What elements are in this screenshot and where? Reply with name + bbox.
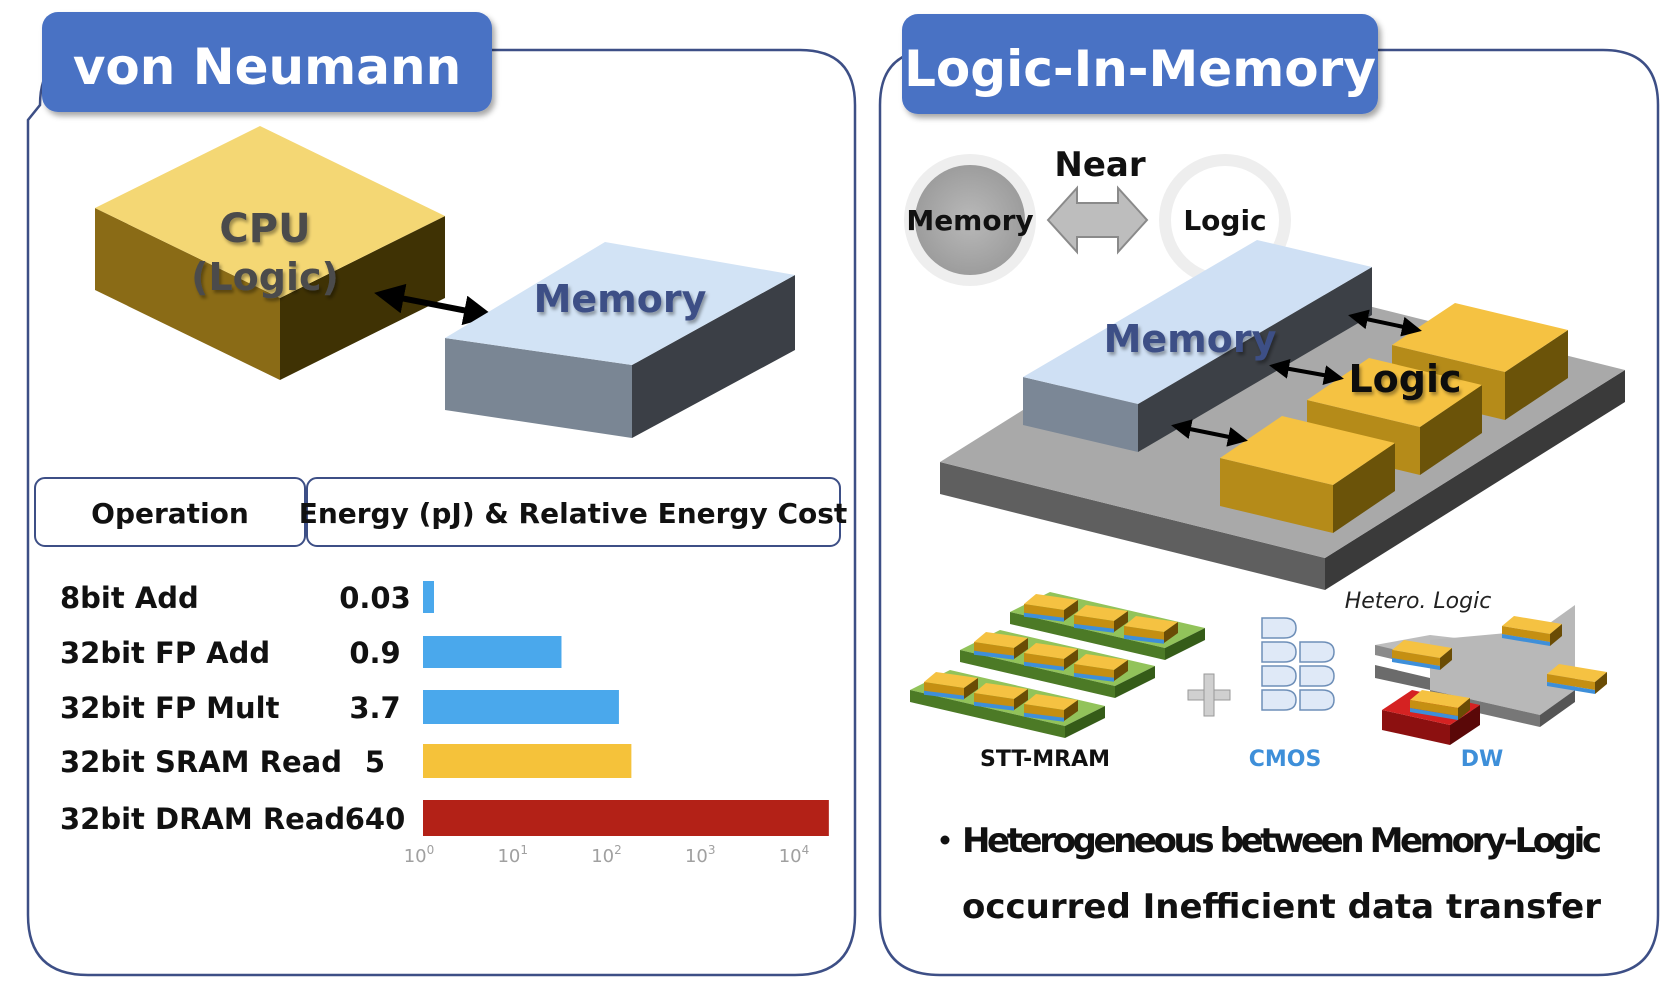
bullet-dot — [940, 835, 950, 845]
platform-front — [940, 462, 1325, 590]
cpu-memory-arrow — [374, 283, 494, 326]
cpu-block-right — [280, 216, 445, 380]
near-double-arrow — [1046, 185, 1149, 255]
operation-header-box — [34, 477, 306, 547]
x-tick-label: 103 — [685, 843, 716, 867]
energy-header-box — [306, 477, 841, 547]
dw-pad — [1547, 664, 1607, 694]
hetero-logic-label: Hetero. Logic — [1345, 589, 1492, 614]
mtj-pad — [974, 632, 1028, 660]
energy-bar — [423, 636, 562, 668]
stt-mram-array — [910, 592, 1205, 738]
x-tick-label: 102 — [591, 843, 622, 867]
lim-memory-label: Memory — [1104, 317, 1277, 361]
cpu-block-top — [95, 126, 445, 298]
mtj-pad — [924, 672, 978, 700]
cmos-cell — [1261, 617, 1297, 639]
memory-circle — [915, 165, 1025, 275]
energy-value-label: 0.03 — [339, 581, 411, 615]
logic-in-memory-header — [902, 14, 1378, 114]
cpu-label-line1: CPU — [219, 206, 310, 252]
lim-logic-block-front — [1220, 416, 1395, 533]
von-neumann-header — [42, 12, 492, 112]
energy-bar — [423, 581, 434, 613]
von-neumann-title: von Neumann — [73, 38, 461, 96]
mtj-pad — [974, 683, 1028, 711]
cmos-cell — [1299, 665, 1335, 687]
memory-block: Memory — [445, 242, 795, 438]
stt-mram-label: STT-MRAM — [980, 747, 1110, 772]
energy-value-label: 0.9 — [349, 636, 400, 670]
energy-bar — [423, 690, 619, 724]
cmos-cell — [1299, 689, 1335, 711]
x-tick-label: 100 — [404, 843, 435, 867]
operation-label: 32bit FP Add — [60, 636, 270, 670]
von-neumann-panel: von Neumann CPU (Logic) Memory Operation… — [26, 12, 857, 977]
logic-circle-label: Logic — [1183, 204, 1266, 237]
logic-in-memory-panel: Logic-In-Memory Memory Logic Near Memory — [878, 14, 1660, 977]
operation-label: 32bit SRAM Read — [60, 745, 342, 779]
lim-memory-block: Memory — [1023, 240, 1372, 452]
mtj-pad — [1024, 643, 1078, 671]
cmos-cell — [1299, 641, 1335, 663]
mtj-pad — [1124, 616, 1178, 644]
dw-pad — [1410, 690, 1470, 720]
lim-memory-side — [1138, 267, 1372, 452]
operation-header-text: Operation — [91, 497, 249, 530]
lim-memory-top — [1023, 240, 1372, 404]
energy-value-label: 640 — [345, 802, 406, 836]
dw-label: DW — [1461, 747, 1504, 772]
mem-logic-arrow-3 — [1171, 419, 1248, 447]
bullet-line-1: Heterogeneous between Memory-Logic — [962, 821, 1602, 861]
energy-value-label: 5 — [365, 745, 385, 779]
dw-pad — [1502, 616, 1562, 646]
energy-bar — [423, 800, 829, 836]
cmos-icon — [1261, 617, 1335, 711]
memory-block-label: Memory — [534, 277, 707, 321]
energy-bar — [423, 744, 632, 778]
operation-label: 32bit DRAM Read — [60, 802, 345, 836]
x-tick-label: 104 — [779, 843, 810, 867]
lim-memory-front — [1023, 377, 1138, 452]
operation-label: 32bit FP Mult — [60, 691, 280, 725]
memory-block-left — [445, 338, 632, 438]
mtj-pad — [1074, 654, 1128, 682]
plus-icon — [1187, 673, 1231, 717]
mem-logic-arrow-2 — [1269, 358, 1344, 386]
bullet-line-2: occurred Inefficient data transfer — [962, 887, 1601, 927]
dw-pads — [1392, 616, 1607, 720]
logic-in-memory-title: Logic-In-Memory — [904, 40, 1376, 98]
energy-value-label: 3.7 — [349, 691, 400, 725]
cmos-cell — [1261, 665, 1297, 687]
mtj-pad — [1024, 694, 1078, 722]
lim-logic-label: Logic — [1348, 357, 1461, 401]
mem-logic-arrow-1 — [1348, 309, 1422, 337]
cpu-block: CPU (Logic) — [95, 126, 445, 380]
mtj-pad — [1024, 594, 1078, 622]
operation-label: 8bit Add — [60, 581, 199, 615]
platform-side — [1325, 370, 1625, 590]
cmos-label: CMOS — [1249, 747, 1322, 772]
mtj-pad — [1074, 605, 1128, 633]
memory-circle-label: Memory — [906, 204, 1033, 237]
memory-block-top — [445, 242, 795, 365]
dw-pad — [1392, 640, 1452, 670]
memory-block-right — [632, 275, 795, 438]
cpu-block-left — [95, 208, 280, 380]
cmos-cell — [1261, 641, 1297, 663]
cpu-label-line2: (Logic) — [191, 255, 339, 299]
near-label: Near — [1054, 145, 1145, 185]
energy-header-text: Energy (pJ) & Relative Energy Cost — [299, 497, 848, 530]
cmos-cell — [1261, 689, 1297, 711]
x-tick-label: 101 — [497, 843, 528, 867]
energy-chart: 8bit Add 0.03 32bit FP Add 0.9 32bit FP Mult… — [60, 581, 829, 867]
